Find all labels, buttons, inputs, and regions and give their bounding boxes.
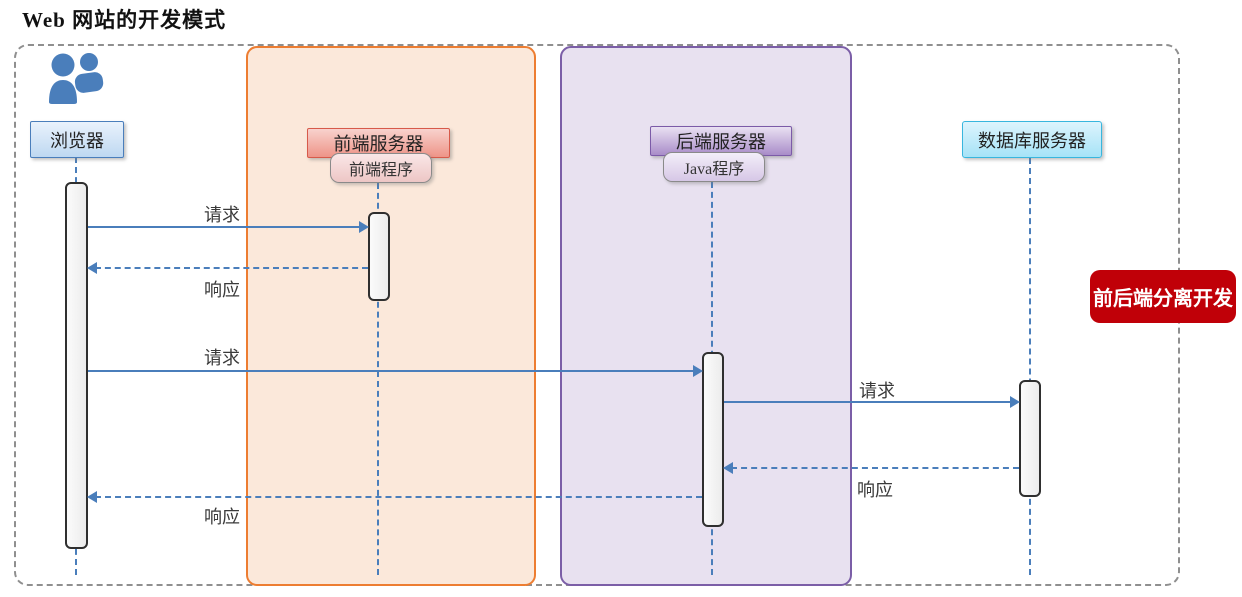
page-title: Web 网站的开发模式 [22, 8, 227, 32]
label-response-2: 响应 [857, 480, 893, 500]
label-request-2: 请求 [204, 348, 240, 368]
annotation-badge: 前后端分离开发 [1090, 270, 1236, 323]
frontend-region [246, 46, 536, 586]
backend-program-box: Java程序 [663, 152, 765, 182]
actor-browser-label: 浏览器 [50, 130, 104, 151]
actor-backend-label: 后端服务器 [676, 132, 766, 152]
label-request-1: 请求 [204, 205, 240, 225]
activation-frontend [368, 212, 390, 301]
activation-database [1019, 380, 1041, 497]
label-response-1: 响应 [204, 280, 240, 300]
actor-database-label: 数据库服务器 [978, 130, 1086, 151]
label-response-3: 响应 [204, 507, 240, 527]
activation-browser [65, 182, 88, 549]
lifeline-database [1029, 158, 1031, 575]
actor-frontend-label: 前端服务器 [333, 134, 424, 154]
backend-program-label: Java程序 [683, 161, 745, 178]
actor-database-server: 数据库服务器 [962, 121, 1102, 158]
actor-browser: 浏览器 [30, 121, 124, 158]
users-icon [49, 53, 104, 104]
annotation-label: 前后端分离开发 [1093, 288, 1233, 310]
activation-backend [702, 352, 724, 527]
lifeline-frontend [377, 183, 379, 575]
label-request-3: 请求 [859, 381, 895, 401]
frontend-program-label: 前端程序 [348, 162, 413, 179]
frontend-program-box: 前端程序 [330, 153, 432, 183]
